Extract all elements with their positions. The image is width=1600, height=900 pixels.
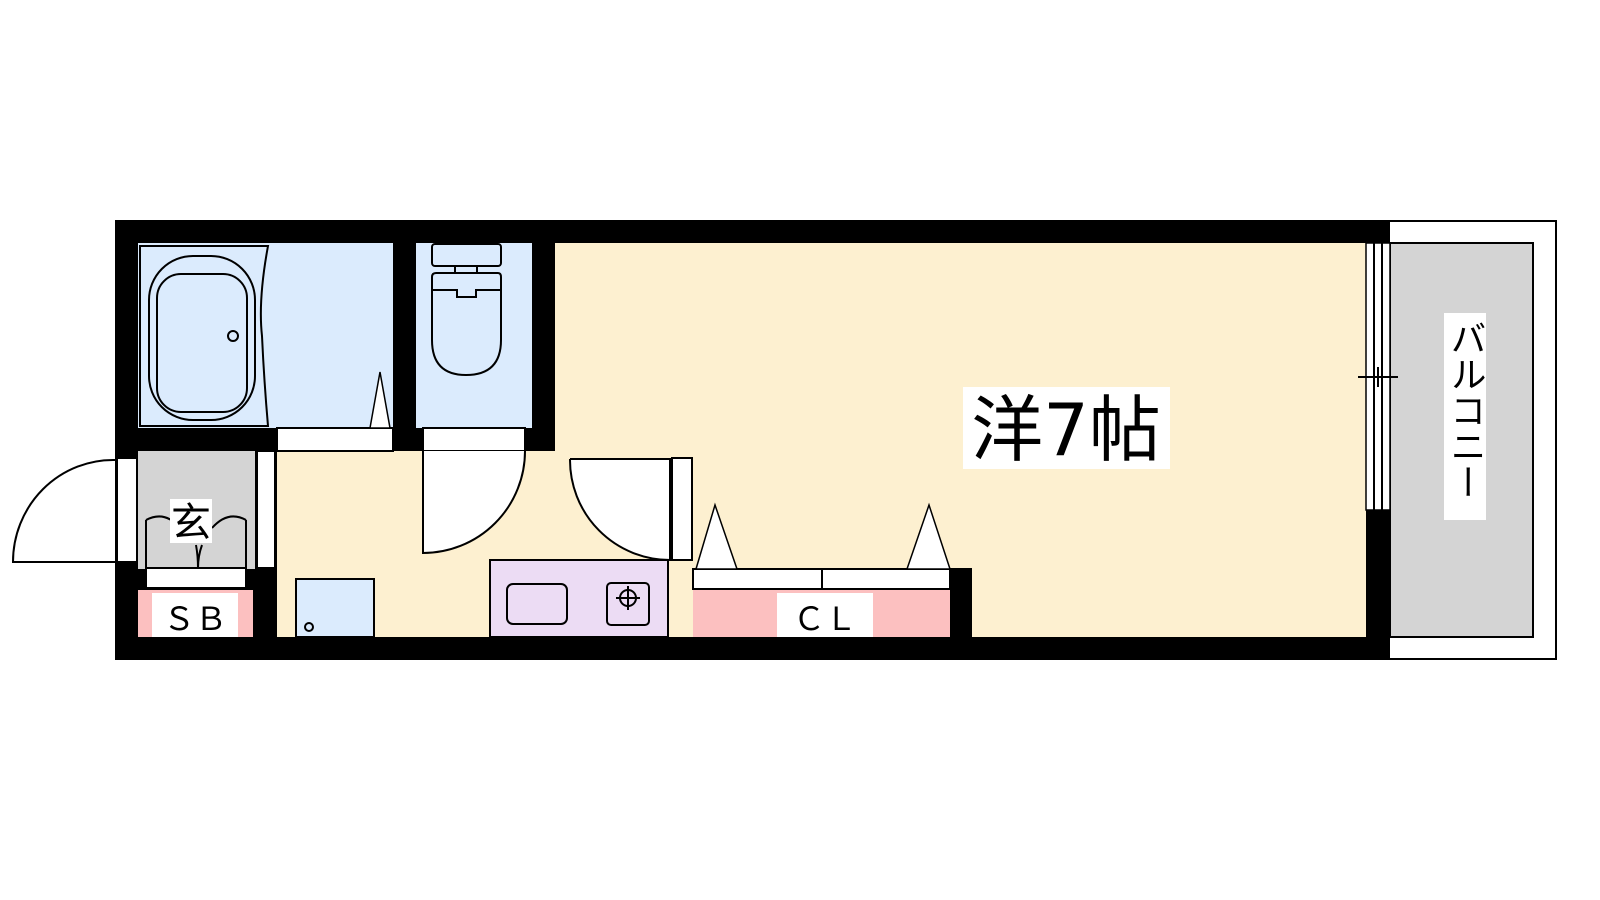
- door-swings: [11, 371, 952, 570]
- room-label-entrance: 玄: [170, 499, 212, 546]
- closet-wall: [950, 568, 972, 660]
- svg-text:ＣＬ: ＣＬ: [793, 600, 857, 638]
- toilet-icon: [431, 243, 502, 377]
- balcony-window: [1358, 242, 1398, 511]
- refrigerator-icon: [295, 578, 375, 638]
- room-label-western: 洋7帖: [963, 387, 1170, 472]
- svg-text:ＳＢ: ＳＢ: [163, 600, 227, 638]
- svg-text:バルコニー: バルコニー: [1445, 320, 1486, 500]
- bathtub-icon: [139, 245, 270, 427]
- kitchen-icon: [489, 559, 669, 638]
- svg-text:玄: 玄: [171, 500, 211, 546]
- door-openings: [116, 427, 951, 590]
- room-label-closet: ＣＬ: [777, 593, 873, 638]
- room-label-balcony: バルコニー: [1444, 313, 1486, 520]
- balcony: [1387, 220, 1557, 660]
- room-label-shoe-box: ＳＢ: [152, 593, 238, 638]
- svg-text:洋7帖: 洋7帖: [971, 388, 1161, 472]
